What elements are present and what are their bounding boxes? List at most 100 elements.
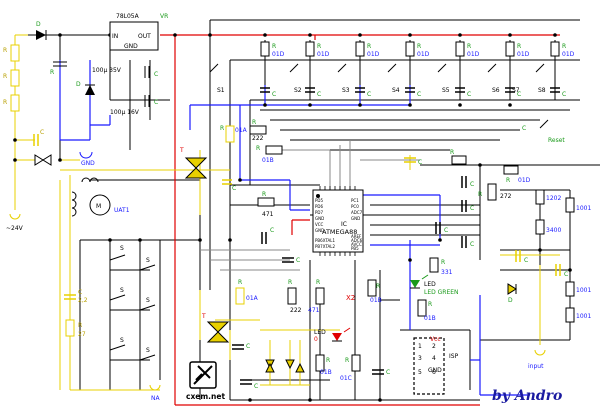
- r471-bottom: [315, 287, 325, 305]
- regulator-in-pin: IN: [112, 33, 118, 40]
- mcu-pin-r2: ADC7: [351, 210, 363, 215]
- triac-gate-r1-label: R: [220, 125, 224, 132]
- top-c5-label: C: [467, 91, 471, 98]
- input-diode: [36, 30, 47, 40]
- mcu-pin-l4: VCC: [315, 222, 324, 227]
- rail-diode-label: D: [76, 81, 81, 88]
- r3400: [535, 219, 545, 235]
- switch-s6: S6: [492, 87, 500, 94]
- mcu-pin-l7: PB7XTAL2: [315, 244, 335, 249]
- mcu-pin-r7: PB5: [351, 246, 359, 251]
- left-switch-5: S: [120, 337, 124, 344]
- right-r-upper-label: R: [450, 149, 454, 156]
- diode-bridge: [265, 359, 305, 373]
- chain-r2-label: R: [3, 73, 7, 80]
- right-cap3-label: C: [444, 227, 448, 234]
- input-cap2-label: C: [564, 271, 568, 278]
- regulator-gnd-pin: GND: [124, 43, 138, 50]
- mcu-pin-l0: PD5: [315, 198, 323, 203]
- r1001-mid: [565, 281, 575, 297]
- cxem-site-label: cxem.net: [186, 392, 225, 401]
- mcu-pin-r5: ADC6: [351, 238, 363, 243]
- regulator-part: 78L05A: [116, 13, 140, 20]
- mcu-cap2-label: C: [296, 257, 300, 264]
- mcu-pin-r3: GND: [351, 216, 360, 221]
- top-r4-value: 01D: [417, 51, 430, 58]
- r01b-top-value: 01B: [262, 157, 274, 164]
- na-terminal: [149, 384, 161, 391]
- r1001-top: [565, 197, 575, 213]
- mcu-pin-r6: AVCC: [351, 242, 362, 247]
- r222-bottom-label: R: [288, 279, 292, 286]
- motor-cap: [64, 294, 76, 300]
- ac-24v-label: ~24V: [6, 225, 24, 232]
- input-resistor-chain: [10, 44, 20, 112]
- r01b-low-value: 01B: [320, 369, 332, 376]
- top-r1-label: R: [272, 43, 276, 50]
- switch-s4: S4: [392, 87, 400, 94]
- filter-cap-35v: [53, 61, 67, 67]
- isp-pin-1: 1: [418, 343, 422, 350]
- left-switch-2: S: [146, 257, 150, 264]
- r01c: [351, 354, 361, 372]
- triac-gate-r1-value: 01A: [235, 127, 248, 134]
- mcu-pin-r4: AREF: [351, 234, 362, 239]
- led-red: [332, 327, 351, 342]
- reset-label: Reset: [548, 137, 565, 144]
- right-cap1-label: C: [470, 181, 474, 188]
- top-cap-row: [260, 87, 560, 93]
- switch-s1: S1: [217, 87, 225, 94]
- x2-label: X2: [346, 294, 355, 302]
- r331-label: R: [441, 259, 445, 266]
- r01b-mid-label: R: [376, 283, 380, 290]
- motor-coil: [71, 177, 99, 217]
- input-diode-right-label: D: [508, 297, 513, 304]
- cxem-logo: [189, 361, 217, 389]
- mcu-pin-l5: GND: [315, 228, 324, 233]
- r01b-top: [265, 145, 283, 155]
- ac-24v-terminal: [9, 213, 21, 220]
- input-ac-cap-label: C: [40, 129, 44, 136]
- r01b-isp-value: 01B: [424, 315, 436, 322]
- right-cap4-label: C: [470, 241, 474, 248]
- input-label: input: [528, 363, 544, 370]
- input-cap1-label: C: [524, 257, 528, 264]
- r01b-mid: [367, 279, 377, 297]
- motor-label: M: [96, 203, 101, 210]
- top-r1-value: 01D: [272, 51, 285, 58]
- right-r-01d-label: R: [506, 177, 510, 184]
- left-switch-3: S: [120, 287, 124, 294]
- r222-top: [249, 125, 267, 135]
- mcu-pin-l6: PB6XTAL1: [315, 238, 335, 243]
- left-switch-bank: [109, 254, 156, 361]
- left-switch-6: S: [146, 347, 150, 354]
- mcu-left-caps: [261, 232, 294, 263]
- led-green: [410, 274, 429, 289]
- top-r7-label: R: [562, 43, 566, 50]
- cap-100u-35v: 100µ 35V: [92, 67, 122, 74]
- led-red-color: 0: [314, 336, 318, 343]
- switch-s7: S7: [512, 87, 520, 94]
- regulator-cap2-label: C: [154, 99, 158, 106]
- r272-label: R: [478, 191, 482, 198]
- isp-pin-6: 6: [432, 369, 436, 376]
- top-c1-label: C: [272, 91, 276, 98]
- r01c-value: 01C: [340, 375, 352, 382]
- isp-gnd-label: GND: [428, 367, 442, 374]
- mcu-pin-r1: PC0: [351, 204, 359, 209]
- triac-cap-top: [222, 179, 232, 185]
- switch-s5: S5: [442, 87, 450, 94]
- top-r2-label: R: [317, 43, 321, 50]
- led-green-text: LED: [424, 281, 436, 288]
- bidirectional-diode: [34, 154, 52, 166]
- gnd-label: GND: [81, 160, 95, 167]
- r1001-low-value: 1001: [576, 313, 591, 320]
- triac-gate-r1: [225, 125, 235, 143]
- r01b-low-label: R: [326, 357, 330, 364]
- top-r4-label: R: [417, 43, 421, 50]
- r01b-isp: [417, 299, 427, 317]
- r471-left-value: 471: [262, 211, 274, 218]
- input-caps: [515, 250, 561, 276]
- regulator-cap-label: C: [154, 71, 158, 78]
- r1001-mid-value: 1001: [576, 287, 591, 294]
